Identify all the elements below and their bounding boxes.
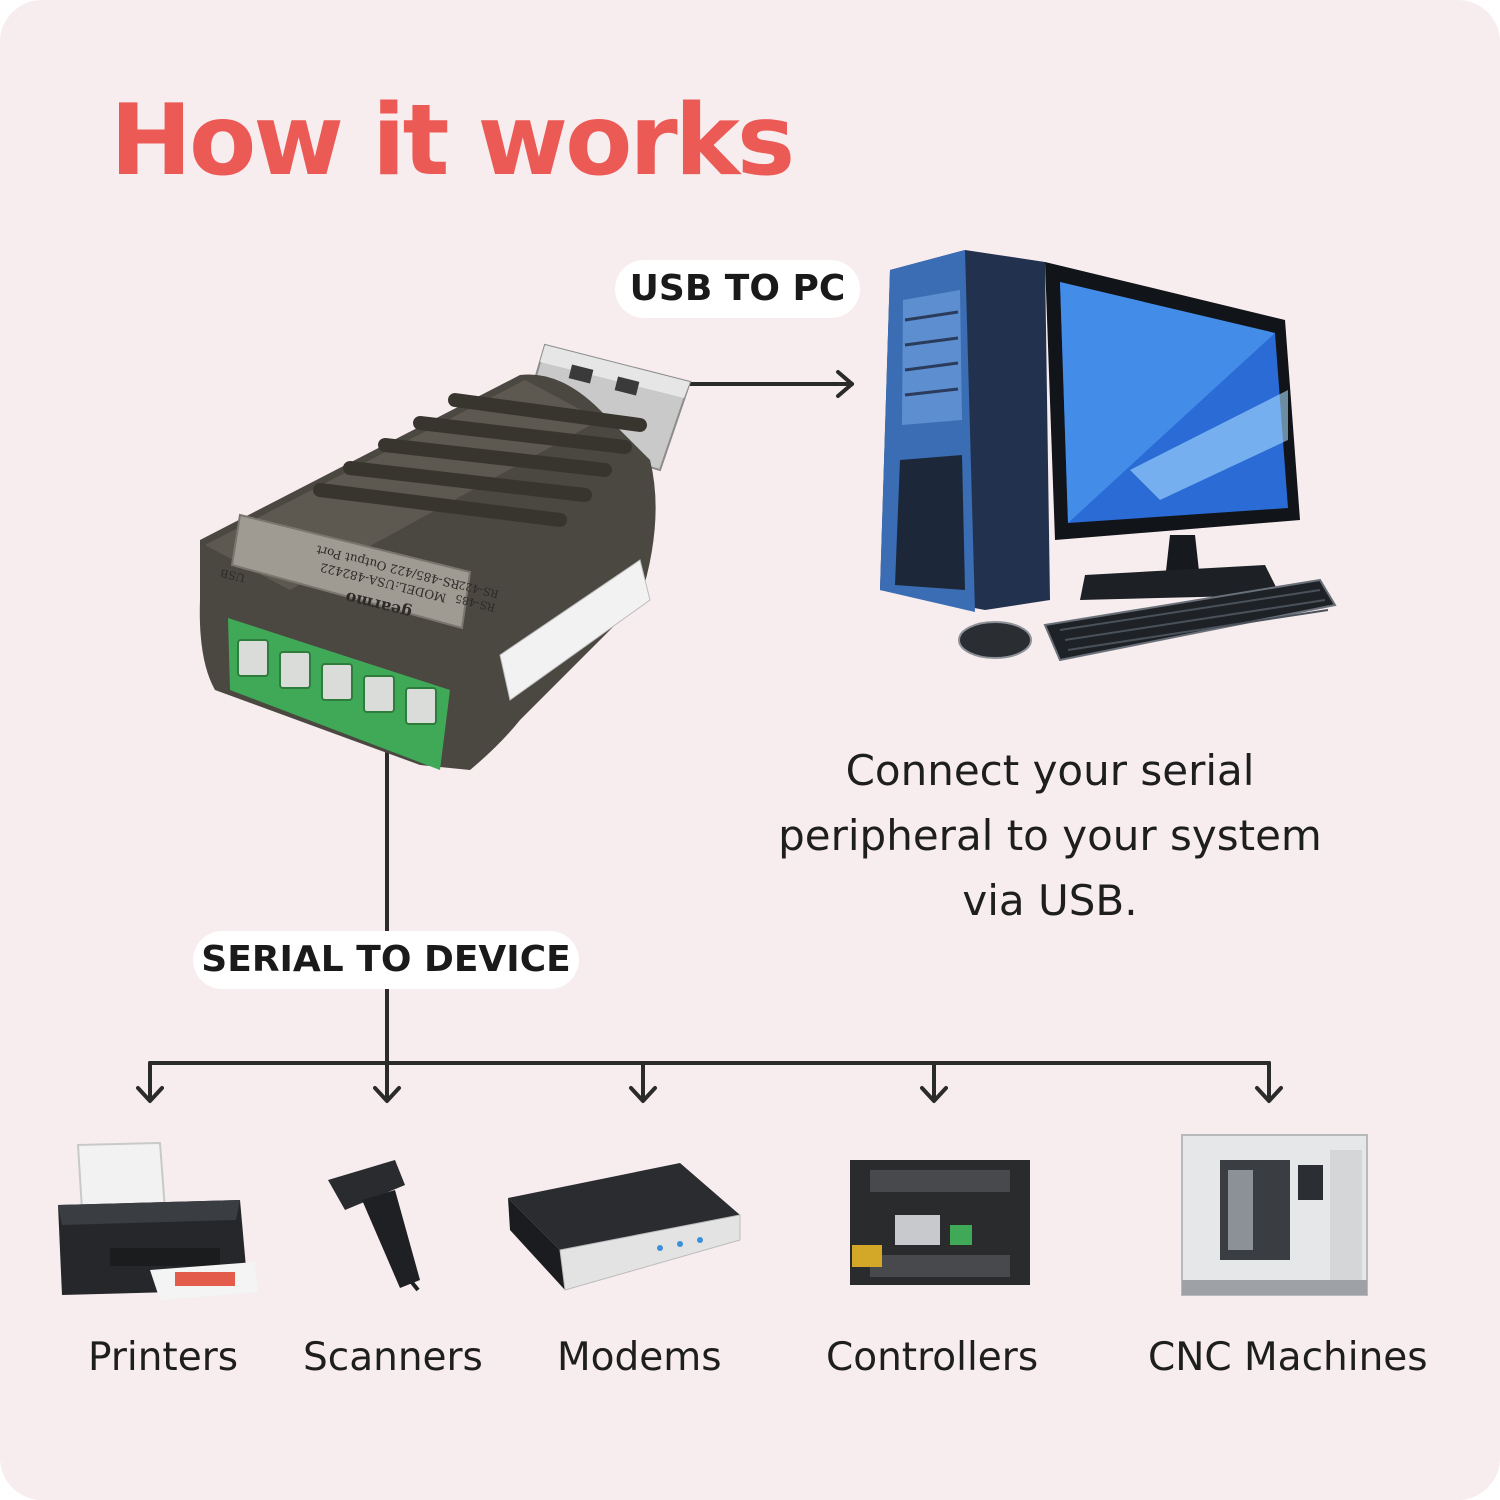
- arrow-scanners: [373, 1086, 401, 1103]
- device-label-modems: Modems: [557, 1335, 722, 1380]
- arrow-controllers: [920, 1086, 948, 1103]
- page-title: How it works: [110, 84, 795, 198]
- usb-to-pc-badge: USB TO PC: [615, 260, 860, 318]
- modem-icon: [508, 1163, 741, 1291]
- arrow-cnc: [1255, 1086, 1283, 1103]
- arrow-printers: [136, 1086, 164, 1103]
- device-label-cnc-machines: CNC Machines: [1148, 1335, 1428, 1380]
- description-line-3: via USB.: [962, 876, 1138, 925]
- device-label-printers: Printers: [88, 1335, 239, 1380]
- device-label-scanners: Scanners: [303, 1335, 483, 1380]
- printer-icon: [58, 1141, 258, 1300]
- serial-to-device-badge: SERIAL TO DEVICE: [193, 931, 579, 989]
- description-text: Connect your serial peripheral to your s…: [740, 738, 1360, 933]
- description-line-1: Connect your serial: [845, 746, 1255, 795]
- barcode-scanner-icon: [328, 1160, 420, 1292]
- plc-controller-icon: [850, 1160, 1030, 1285]
- description-line-2: peripheral to your system: [778, 811, 1322, 860]
- device-label-controllers: Controllers: [826, 1335, 1039, 1380]
- adapter-usb-text: USB: [219, 566, 246, 585]
- cnc-machine-icon: [1181, 1134, 1368, 1296]
- usb-arrow-head: [836, 370, 854, 398]
- arrow-modems: [629, 1086, 657, 1103]
